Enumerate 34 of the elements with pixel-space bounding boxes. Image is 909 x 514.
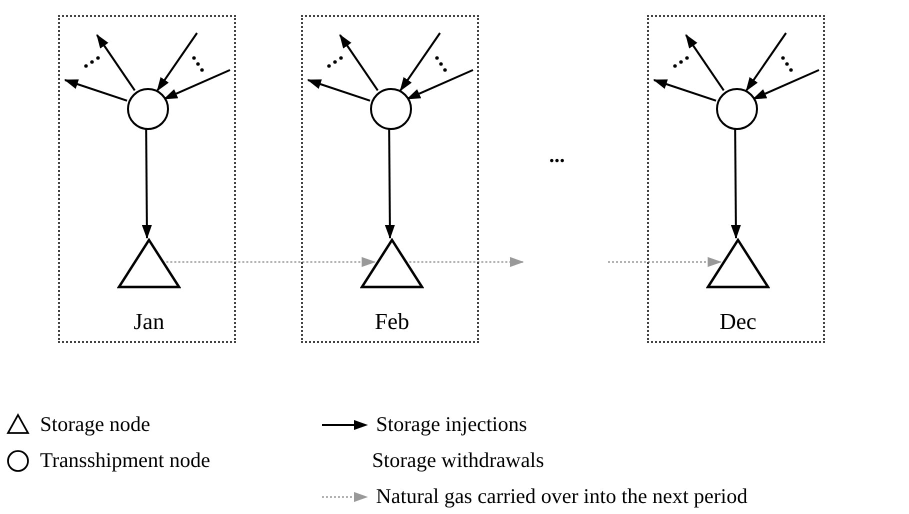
triangle-node [117, 238, 181, 289]
arrow [64, 79, 128, 102]
arrow [307, 79, 370, 102]
triangle-node [706, 238, 770, 289]
legend-text: Storage withdrawals [372, 448, 544, 473]
arrow [608, 257, 722, 267]
circle-node [126, 87, 170, 131]
month-label: Feb [374, 309, 410, 335]
arrow [406, 69, 474, 100]
legend-text: Storage injections [376, 412, 528, 437]
circle-node [715, 87, 759, 131]
arrow [384, 127, 395, 239]
month-box [58, 15, 236, 343]
legend-text: Transshipment node [40, 448, 210, 473]
arrow [653, 79, 716, 102]
month-box [301, 15, 479, 343]
arrow [163, 69, 230, 100]
triangle-node [360, 238, 424, 289]
arrow [339, 34, 379, 92]
month-label: Jan [134, 309, 164, 335]
arrow [685, 34, 725, 92]
arrow [156, 32, 198, 92]
arrow [142, 127, 152, 239]
month-box [647, 15, 825, 343]
month-label: Dec [719, 309, 757, 335]
arrow [752, 69, 820, 100]
circle-node [369, 87, 413, 131]
ellipsis-text: ... [549, 143, 565, 168]
arrow [400, 32, 441, 92]
legend-text: Natural gas carried over into the next period [376, 484, 748, 509]
legend-text: Storage node [40, 412, 150, 437]
arrow [746, 32, 787, 92]
arrow [730, 127, 741, 239]
arrow [96, 34, 136, 92]
